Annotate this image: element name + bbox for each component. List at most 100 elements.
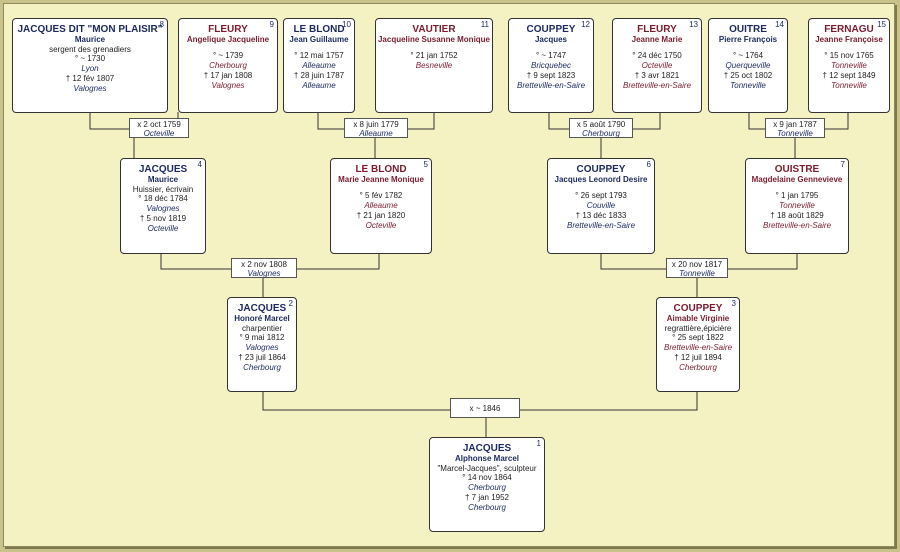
death-date: † 23 juil 1864: [238, 353, 286, 362]
marriage-box-m1[interactable]: x ~ 1846: [450, 398, 520, 418]
person-occupation: charpentier: [241, 324, 283, 333]
person-given-names: Jeanne Marie: [631, 35, 683, 44]
birth-date: ° 21 jan 1752: [410, 51, 458, 60]
death-place: Octeville: [365, 221, 397, 230]
birth-place: Couville: [586, 201, 616, 210]
sosa-number: 7: [840, 160, 845, 169]
sosa-number: 12: [581, 20, 590, 29]
person-surname: FERNAGU: [824, 24, 874, 35]
sosa-number: 10: [342, 20, 351, 29]
death-place: Tonneville: [831, 81, 867, 90]
person-given-names: Maurice: [74, 35, 106, 44]
birth-place: Lyon: [81, 64, 99, 73]
person-given-names: Angelique Jacqueline: [186, 35, 270, 44]
birth-date: ° 15 nov 1765: [824, 51, 874, 60]
sosa-number: 2: [288, 299, 293, 308]
person-surname: LE BLOND: [293, 24, 345, 35]
sosa-number: 8: [159, 20, 164, 29]
person-surname: VAUTIER: [412, 24, 456, 35]
birth-place: Querqueville: [725, 61, 771, 70]
marriage-place: Valognes: [247, 269, 281, 278]
birth-date: ° ~ 1747: [535, 51, 567, 60]
birth-place: Valognes: [245, 343, 279, 352]
death-date: † 5 nov 1819: [139, 214, 187, 223]
marriage-date: x 20 nov 1817: [671, 260, 723, 269]
person-surname: JACQUES: [138, 164, 188, 175]
death-place: Octeville: [147, 224, 179, 233]
sosa-number: 9: [269, 20, 274, 29]
person-surname: LE BLOND: [355, 164, 407, 175]
death-date: † 18 août 1829: [770, 211, 824, 220]
person-surname: OUISTRE: [774, 164, 820, 175]
marriage-date: x 2 oct 1759: [137, 120, 181, 129]
person-given-names: Jean Guillaume: [289, 35, 349, 44]
death-place: Tonneville: [730, 81, 766, 90]
death-date: † 21 jan 1820: [356, 211, 406, 220]
birth-place: Besneville: [415, 61, 453, 70]
sosa-number: 14: [775, 20, 784, 29]
person-given-names: Magdelaine Gennevieve: [751, 175, 843, 184]
sosa-number: 11: [480, 20, 489, 29]
person-surname: FLEURY: [637, 24, 677, 35]
death-place: Cherbourg: [243, 363, 281, 372]
person-surname: JACQUES DIT "MON PLAISIR": [17, 24, 163, 35]
person-given-names: Marie Jeanne Monique: [338, 175, 424, 184]
marriage-place: Tonneville: [777, 129, 813, 138]
marriage-place: Cherbourg: [582, 129, 620, 138]
person-surname: OUITRE: [729, 24, 767, 35]
person-occupation: "Marcel-Jacques", sculpteur: [437, 464, 537, 473]
person-given-names: Aimable Virginie: [666, 314, 730, 323]
birth-place: Bretteville-en-Saire: [663, 343, 733, 352]
birth-place: Alleaume: [364, 201, 398, 210]
birth-place: Tonneville: [779, 201, 815, 210]
birth-date: ° 26 sept 1793: [575, 191, 627, 200]
death-place: Cherbourg: [468, 503, 506, 512]
person-surname: FLEURY: [208, 24, 248, 35]
person-surname: JACQUES: [462, 443, 512, 454]
person-occupation: Huissier, écrivain: [132, 185, 194, 194]
birth-date: ° 18 déc 1784: [138, 194, 188, 203]
death-date: † 12 fév 1807: [65, 74, 115, 83]
birth-place: Alleaume: [302, 61, 336, 70]
person-given-names: Maurice: [147, 175, 179, 184]
death-date: † 17 jan 1808: [203, 71, 253, 80]
death-place: Valognes: [211, 81, 245, 90]
death-date: † 7 jan 1952: [464, 493, 510, 502]
birth-date: ° 9 mai 1812: [239, 333, 285, 342]
death-date: † 13 déc 1833: [575, 211, 627, 220]
birth-date: ° 14 nov 1864: [462, 473, 512, 482]
marriage-date: x 9 jan 1787: [773, 120, 817, 129]
person-surname: COUPPEY: [576, 164, 626, 175]
person-surname: JACQUES: [237, 303, 287, 314]
person-given-names: Jeanne Françoise: [815, 35, 883, 44]
sosa-number: 6: [646, 160, 651, 169]
death-place: Bretteville-en-Saire: [762, 221, 832, 230]
birth-date: ° ~ 1730: [74, 54, 106, 63]
sosa-number: 13: [689, 20, 698, 29]
birth-place: Cherbourg: [209, 61, 247, 70]
marriage-place: Alleaume: [359, 129, 393, 138]
marriage-date: x 8 juin 1779: [353, 120, 399, 129]
person-given-names: Jacques Leonord Desire: [554, 175, 648, 184]
